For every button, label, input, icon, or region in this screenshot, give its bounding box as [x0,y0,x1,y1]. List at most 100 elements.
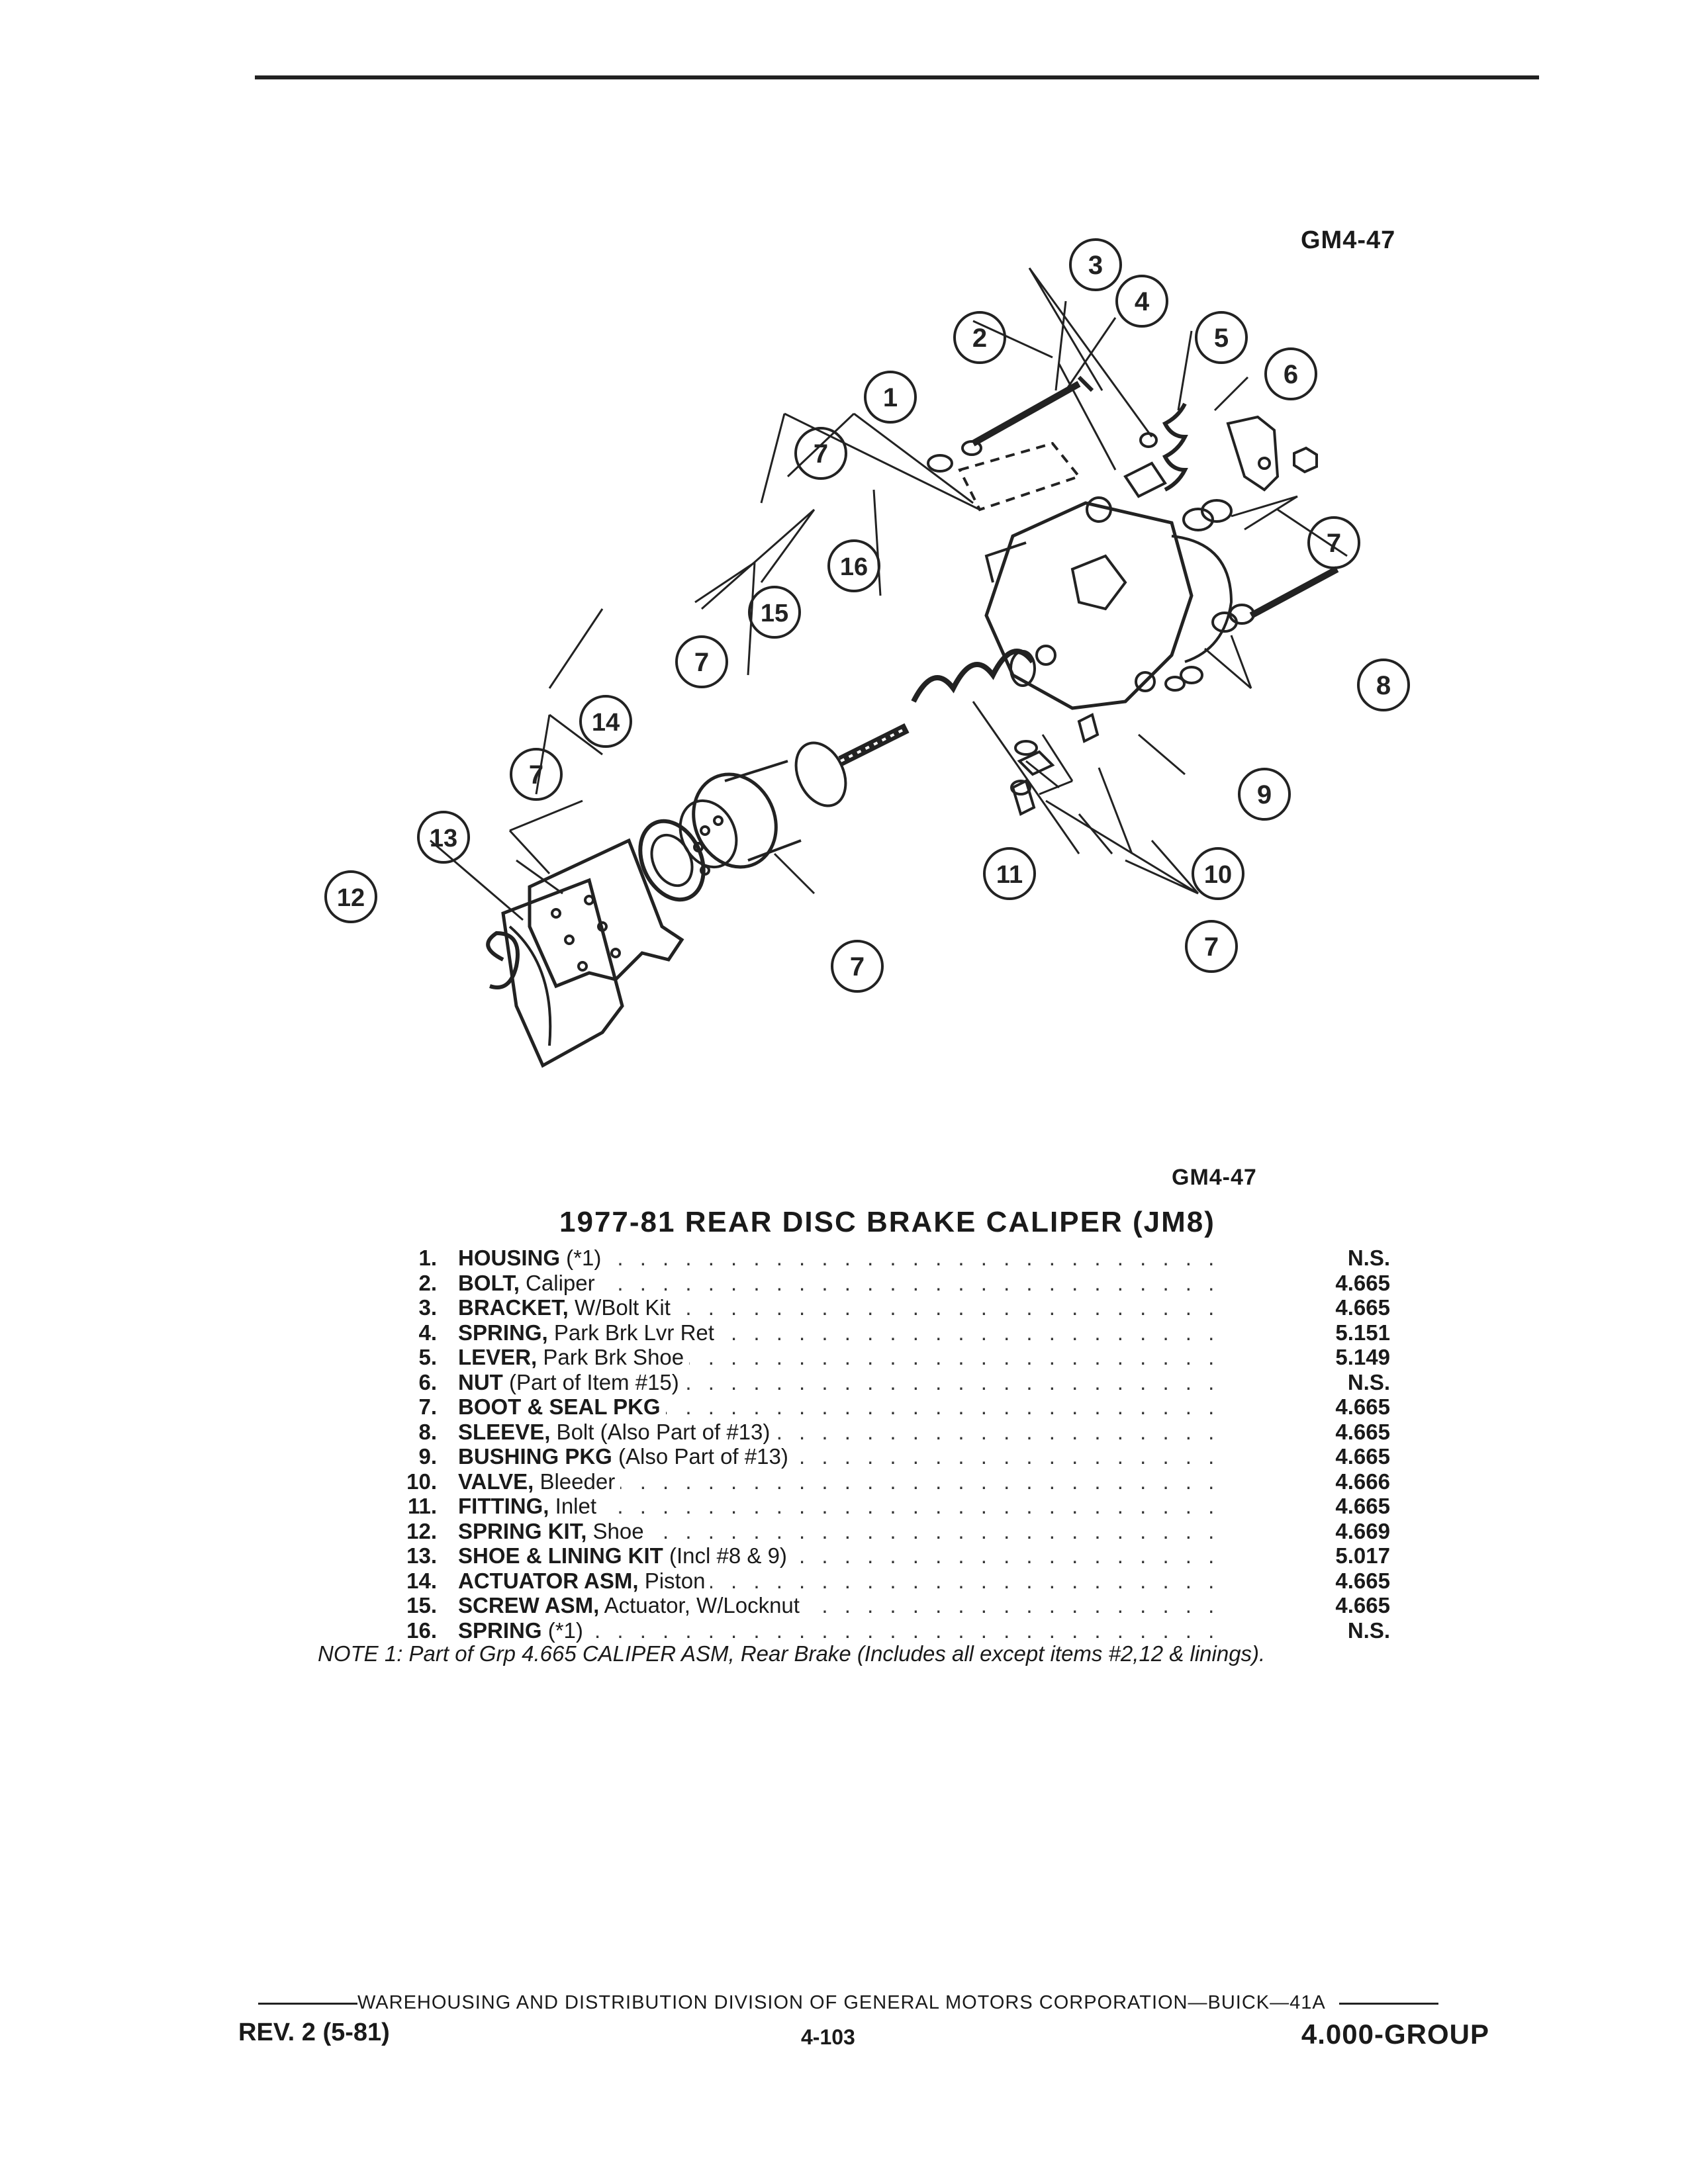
shoe-and-lining [501,838,684,1068]
part-name-block: FITTING, Inlet [458,1494,602,1519]
part-group: 4.665 [1335,1419,1390,1444]
callout-7: 7 [1327,529,1341,558]
callout-16: 16 [840,553,868,581]
part-group: 4.665 [1335,1394,1390,1419]
part-number: 7. [418,1394,437,1419]
part-name: HOUSING [458,1246,561,1270]
part-description: (Part of Item #15) [502,1369,679,1394]
part-number: 8. [418,1419,437,1444]
callout-7: 7 [850,952,865,981]
part-group: N.S. [1347,1369,1390,1394]
part-name-block: HOUSING (*1) [458,1246,607,1271]
part-name: LEVER, [458,1345,538,1369]
part-description: Park Brk Shoe [537,1345,684,1369]
part-name-block: SPRING KIT, Shoe [458,1518,649,1543]
callout-15: 15 [761,600,788,627]
parts-row: 13.. . . . . . . . . . . . . . . . . . .… [384,1543,1390,1569]
bleeder-valve [1077,713,1100,743]
piston-boot [638,819,710,902]
part-description: Inlet [549,1494,597,1518]
division-footer: WAREHOUSING AND DISTRIBUTION DIVISION OF… [258,1992,1503,2014]
actuator-piston [679,760,802,869]
parts-row: 10.. . . . . . . . . . . . . . . . . . .… [384,1469,1390,1494]
part-name-block: BOOT & SEAL PKG [458,1394,666,1420]
parts-row: 14.. . . . . . . . . . . . . . . . . . .… [384,1568,1390,1593]
part-group: 4.665 [1335,1593,1390,1617]
callout-balloons: 3 4 5 6 2 1 7 7 16 15 7 8 14 7 9 13 12 1… [324,238,1410,993]
inlet-fitting [1010,740,1055,816]
exploded-diagram: 3 4 5 6 2 1 7 7 16 15 7 8 14 7 9 13 12 1… [324,238,1410,1068]
part-number: 5. [418,1345,437,1369]
page-number: 4-103 [801,2025,855,2049]
parts-list: 1.. . . . . . . . . . . . . . . . . . . … [384,1246,1390,1643]
part-number: 11. [407,1494,437,1518]
part-name: SPRING KIT, [458,1518,587,1543]
bracket [1123,432,1167,498]
bushings [1164,666,1203,692]
part-number: 6. [418,1369,437,1394]
part-number: 4. [418,1320,437,1345]
parts-row: 4.. . . . . . . . . . . . . . . . . . . … [384,1320,1390,1345]
part-number: 14. [406,1568,437,1593]
part-name-block: BUSHING PKG (Also Part of #13) [458,1444,794,1469]
part-group: 5.017 [1335,1543,1390,1568]
callout-7: 7 [694,648,709,677]
parts-row: 11.. . . . . . . . . . . . . . . . . . .… [384,1494,1390,1519]
figure-code-bottom: GM4-47 [1172,1165,1257,1190]
part-description: Park Brk Lvr Ret [547,1320,714,1345]
part-group: 4.665 [1335,1444,1390,1469]
caliper-housing [958,441,1233,710]
part-name-block: SLEEVE, Bolt (Also Part of #13) [458,1419,776,1444]
part-number: 1. [418,1246,437,1270]
part-name-block: LEVER, Park Brk Shoe [458,1345,690,1370]
part-name: SLEEVE, [458,1419,551,1444]
boot-seals-right [1182,499,1255,633]
parts-row: 2.. . . . . . . . . . . . . . . . . . . … [384,1270,1390,1295]
parts-row: 5.. . . . . . . . . . . . . . . . . . . … [384,1345,1390,1370]
figure-code-top: GM4-47 [1301,226,1396,254]
parts-row: 12.. . . . . . . . . . . . . . . . . . .… [384,1518,1390,1543]
callout-12: 12 [337,884,365,912]
callout-7: 7 [529,760,543,790]
callout-7: 7 [814,439,828,469]
leader-lines [430,267,1348,921]
part-name-block: BRACKET, W/Bolt Kit [458,1295,676,1320]
part-name: SPRING, [458,1320,548,1345]
part-group: 4.665 [1335,1568,1390,1593]
part-name-block: BOLT, Caliper [458,1270,600,1295]
part-name: VALVE, [458,1469,534,1494]
callout-13: 13 [430,825,457,852]
part-name: SHOE & LINING KIT [458,1543,663,1568]
nut [1293,446,1318,474]
part-name: BUSHING PKG [458,1444,612,1469]
part-name: BOOT & SEAL PKG [458,1394,661,1419]
part-group: N.S. [1347,1246,1390,1270]
part-name-block: SCREW ASM, Actuator, W/Locknut [458,1593,805,1618]
part-description: (Also Part of #13) [612,1444,788,1469]
page-title: 1977-81 REAR DISC BRAKE CALIPER (JM8) [559,1206,1215,1238]
sleeve-bolt [1249,566,1339,619]
part-description: Shoe [586,1518,644,1543]
part-number: 13. [406,1543,437,1568]
callout-4: 4 [1135,287,1150,316]
parts-row: 1.. . . . . . . . . . . . . . . . . . . … [384,1246,1390,1271]
parts-row: 16.. . . . . . . . . . . . . . . . . . .… [384,1617,1390,1643]
callout-6: 6 [1284,360,1298,389]
part-description: Bleeder [534,1469,616,1494]
callout-8: 8 [1376,671,1391,700]
callout-2: 2 [972,324,987,353]
part-number: 10. [406,1469,437,1494]
caliper-bolt [927,375,1094,473]
parts-row: 15.. . . . . . . . . . . . . . . . . . .… [384,1593,1390,1618]
part-number: 12. [406,1518,437,1543]
part-description: Actuator, W/Locknut [599,1593,800,1617]
part-name-block: VALVE, Bleeder [458,1469,621,1494]
revision-label: REV. 2 (5-81) [238,2019,390,2046]
park-brake-spring [1162,402,1188,492]
footer-rule-right [1338,2002,1438,2005]
part-name: NUT [458,1369,503,1394]
part-group: 4.665 [1335,1270,1390,1295]
part-name: SCREW ASM, [458,1593,600,1617]
part-description: W/Bolt Kit [568,1295,671,1320]
parts-row: 6.. . . . . . . . . . . . . . . . . . . … [384,1369,1390,1394]
